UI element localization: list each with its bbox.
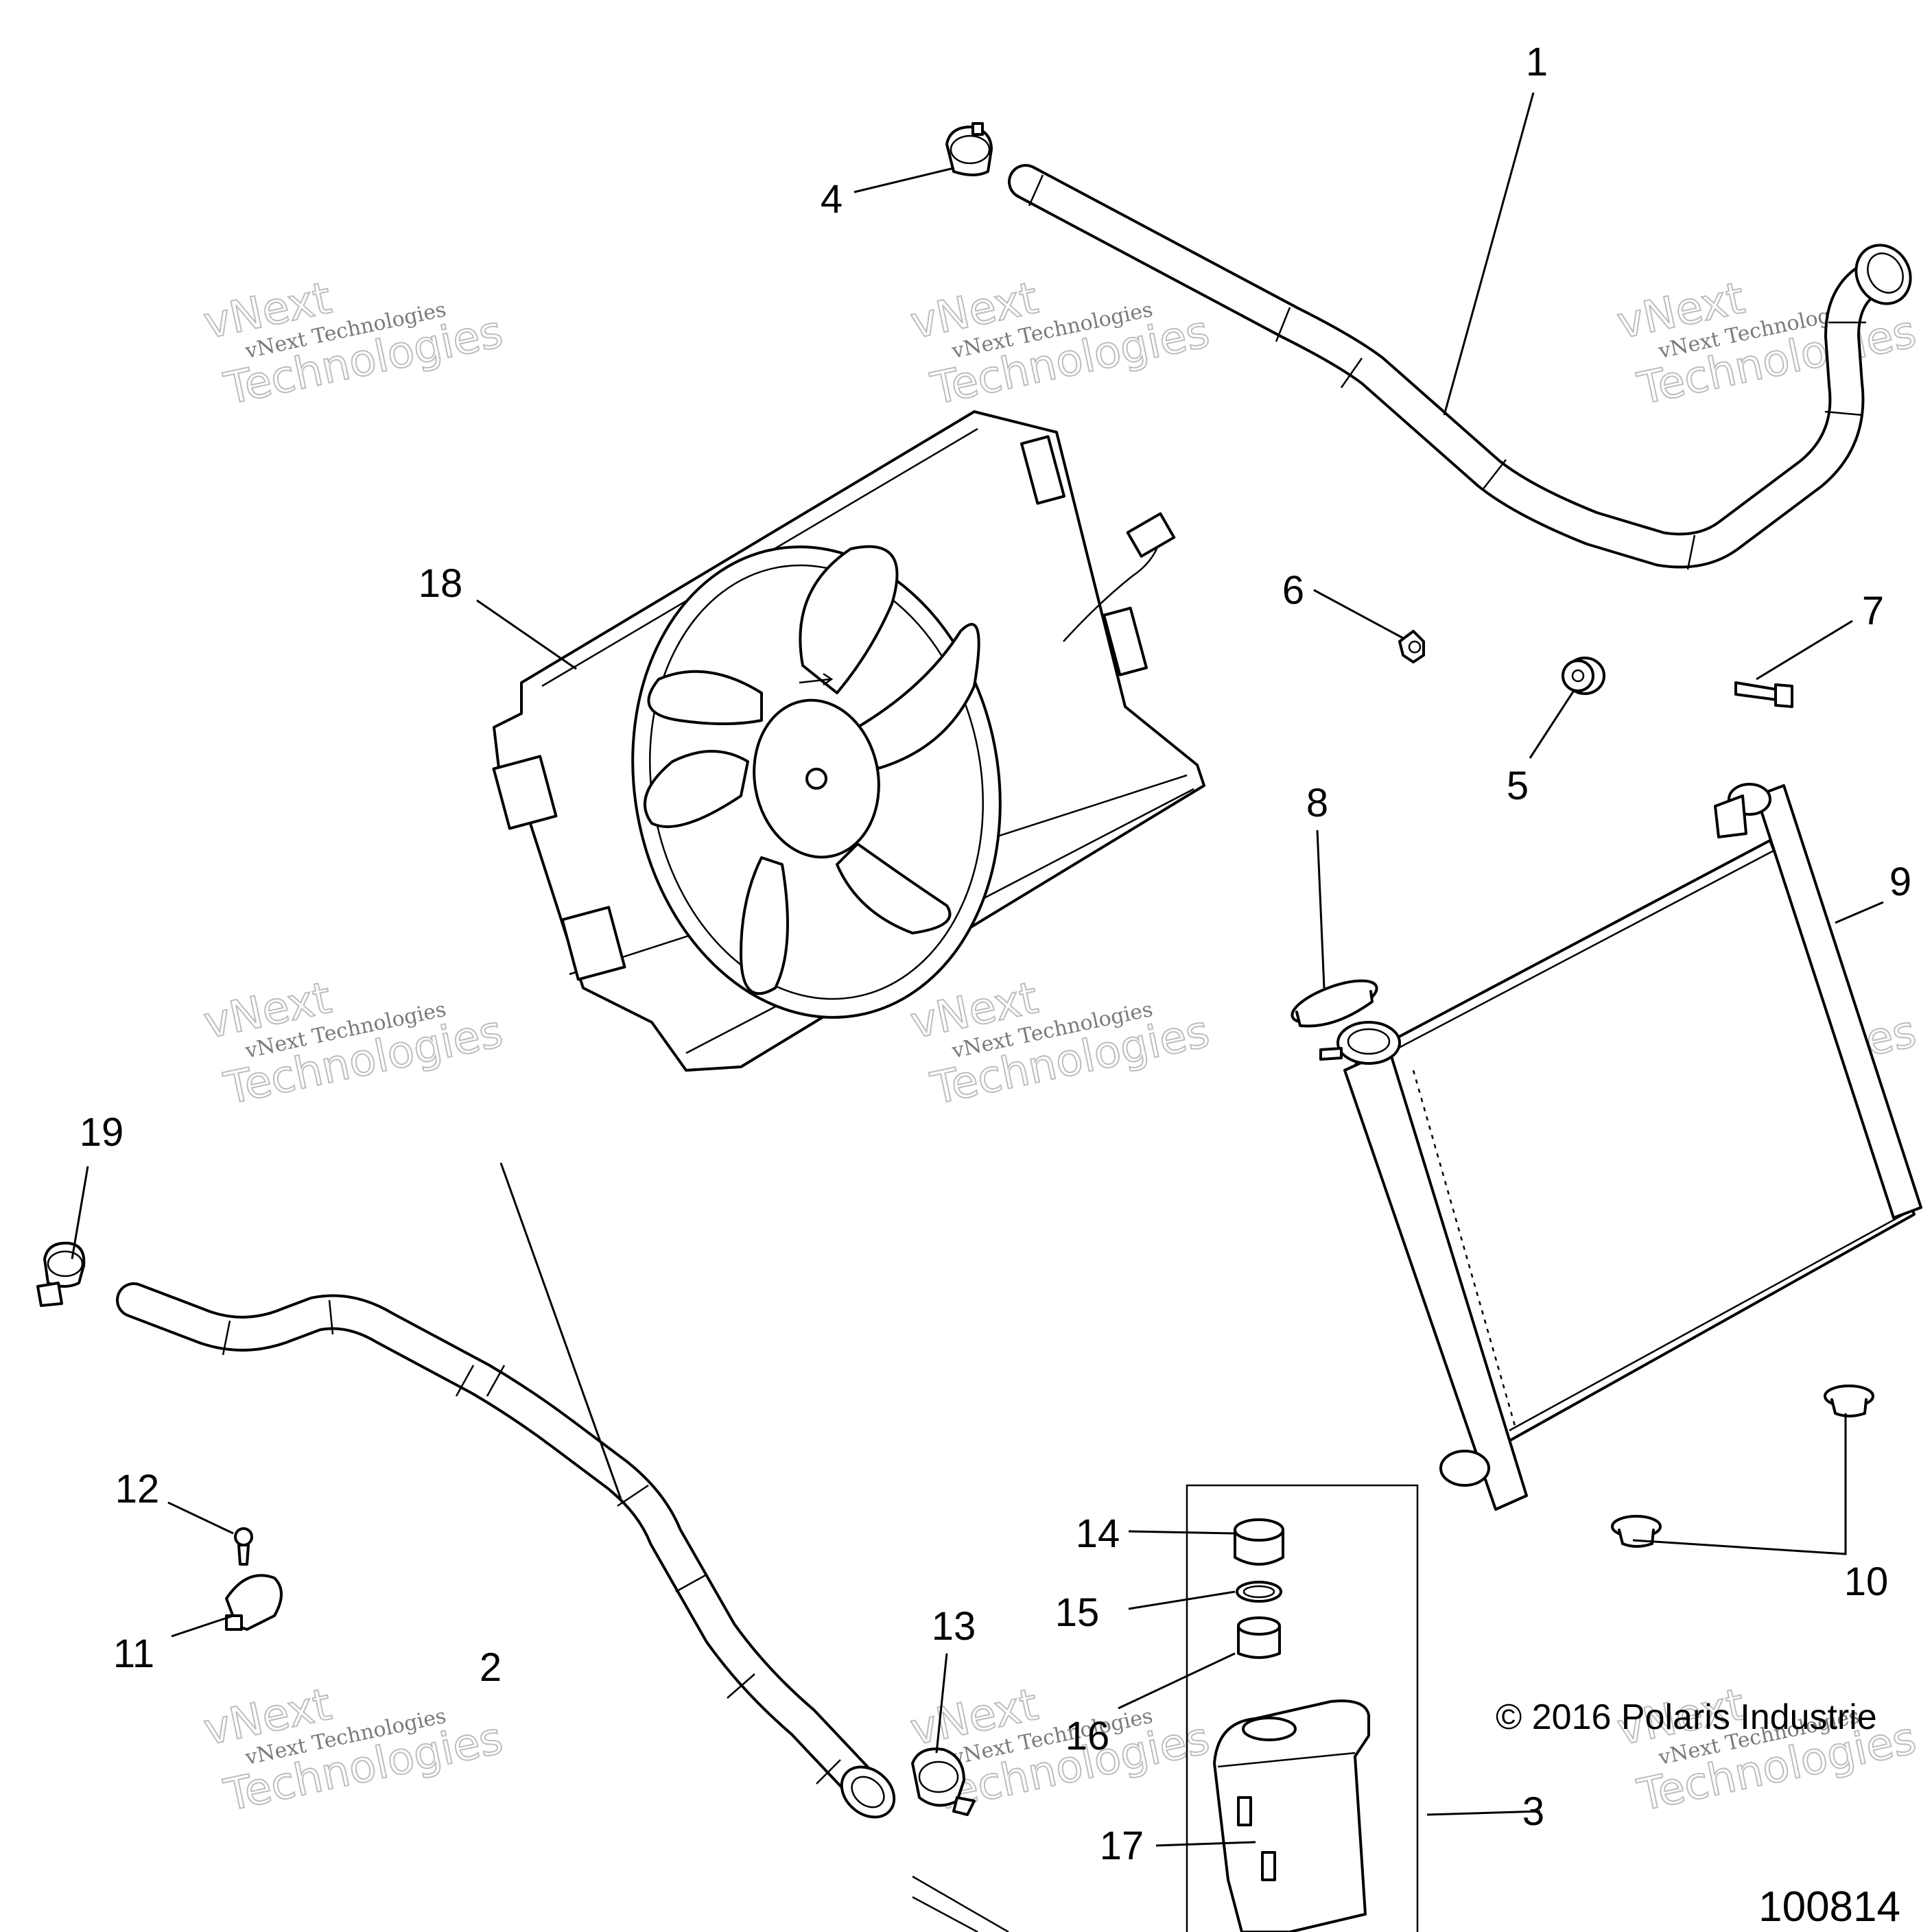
- kit-box-part-3: [1186, 1484, 1419, 1932]
- watermark: vNext vNext Technologies Technologies: [906, 272, 1214, 416]
- hose-clamp-part-4: [945, 122, 993, 176]
- copyright-notice: © 2016 Polaris Industrie: [1496, 1697, 1877, 1737]
- bolt-part-7: [1734, 681, 1793, 708]
- radiator-cap-part-8: [1291, 979, 1378, 1028]
- callout-5: 5: [1507, 764, 1529, 808]
- callout-11: 11: [113, 1631, 154, 1676]
- watermark: vNext vNext Technologies Technologies: [199, 272, 508, 416]
- neck-adapter-part-16: [1237, 1616, 1281, 1659]
- callout-7: 7: [1862, 589, 1884, 633]
- callout-14: 14: [1076, 1511, 1120, 1556]
- coolant-reservoir-part-17: [1213, 1699, 1370, 1932]
- screw-part-12: [234, 1527, 253, 1566]
- callout-13: 13: [932, 1604, 976, 1649]
- callout-8: 8: [1306, 781, 1328, 825]
- watermark: vNext vNext Technologies Technologies: [906, 972, 1214, 1116]
- lower-hose-part-2: [116, 1282, 896, 1819]
- seal-ring-part-15: [1236, 1581, 1282, 1603]
- watermark: vNext vNext Technologies Technologies: [199, 972, 508, 1116]
- callout-1: 1: [1526, 40, 1548, 84]
- callout-4: 4: [821, 177, 843, 222]
- clip-part-11: [225, 1574, 283, 1631]
- hose-stub: [912, 1875, 1009, 1932]
- callout-19: 19: [80, 1110, 124, 1155]
- watermark: vNext vNext Technologies Technologies: [199, 1679, 508, 1822]
- document-number: 100814: [1758, 1883, 1900, 1931]
- reservoir-cap-part-14: [1234, 1518, 1284, 1566]
- grommet-part-5: [1562, 657, 1605, 695]
- hose-clamp-part-19: [36, 1241, 86, 1307]
- callout-numbers: 1 2 3 4 5 6 7 8 9 10 11 12 13 14 15 16 1…: [80, 40, 1911, 1868]
- fan-shroud-assembly-part-18: [492, 410, 1205, 1072]
- grommets-part-10: [1611, 1385, 1874, 1548]
- callout-9: 9: [1889, 860, 1911, 904]
- hose-clamp-part-13: [911, 1747, 976, 1816]
- callout-18: 18: [419, 561, 463, 606]
- fan-blades: [644, 545, 980, 996]
- callout-6: 6: [1282, 568, 1304, 613]
- leader-lines: [71, 92, 1884, 1847]
- callout-15: 15: [1055, 1590, 1100, 1635]
- callout-12: 12: [115, 1467, 160, 1511]
- radiator-part-9: [1319, 783, 1922, 1511]
- callout-2: 2: [480, 1645, 502, 1690]
- upper-hose-part-1: [1008, 164, 1912, 570]
- flange-nut-part-6: [1398, 630, 1425, 663]
- callout-16: 16: [1065, 1714, 1110, 1758]
- callout-17: 17: [1100, 1824, 1144, 1868]
- callout-10: 10: [1844, 1559, 1889, 1604]
- callout-3: 3: [1522, 1789, 1544, 1834]
